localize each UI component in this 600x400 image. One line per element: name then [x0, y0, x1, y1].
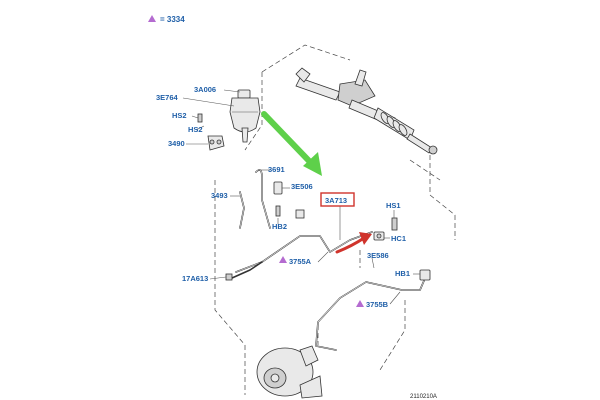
label-hs1: HS1 — [386, 201, 401, 210]
power-steering-pump — [256, 345, 323, 399]
label-3691: 3691 — [268, 165, 285, 174]
label-hs2-a: HS2 — [172, 111, 187, 120]
label-hs2-b: HS2 — [188, 125, 203, 134]
lower-line-17A613 — [225, 261, 263, 281]
reservoir — [229, 89, 261, 143]
label-3755B: 3755B — [366, 300, 389, 309]
fitting-HC1 — [373, 217, 398, 241]
reference-number: 2110210A — [410, 394, 437, 400]
hose-3493 — [239, 191, 245, 229]
marker-3755A — [279, 256, 287, 263]
label-3A713: 3A713 — [325, 196, 347, 205]
label-hb2: HB2 — [272, 222, 287, 231]
hose-3755B — [315, 269, 431, 351]
leader-lines — [182, 89, 420, 305]
hose-3691 — [255, 169, 271, 229]
label-3493: 3493 — [211, 191, 228, 200]
label-3E586: 3E586 — [367, 251, 389, 260]
highlight-box-3A713 — [320, 192, 355, 207]
legend-marker-triangle — [148, 15, 156, 22]
red-arrow — [335, 232, 372, 254]
label-3E764: 3E764 — [156, 93, 179, 102]
dashed-outline — [214, 44, 456, 395]
part-labels: 3A006 3E764 HS2 HS2 3490 3691 3E506 3493… — [156, 85, 410, 309]
legend: = 3334 — [148, 15, 185, 24]
clip-3E506 — [273, 181, 305, 219]
label-3A006: 3A006 — [194, 85, 216, 94]
label-3490: 3490 — [168, 139, 185, 148]
bracket-3490 — [197, 113, 225, 151]
green-pointer-arrow — [261, 111, 322, 176]
label-17A613: 17A613 — [182, 274, 208, 283]
label-hb1: HB1 — [395, 269, 410, 278]
label-hc1: HC1 — [391, 234, 406, 243]
rack-boot-bellows — [380, 112, 408, 136]
marker-3755B — [356, 300, 364, 307]
steering-rack — [295, 67, 438, 155]
label-3E506: 3E506 — [291, 182, 313, 191]
legend-text: = 3334 — [160, 15, 185, 24]
label-3755A: 3755A — [289, 257, 312, 266]
